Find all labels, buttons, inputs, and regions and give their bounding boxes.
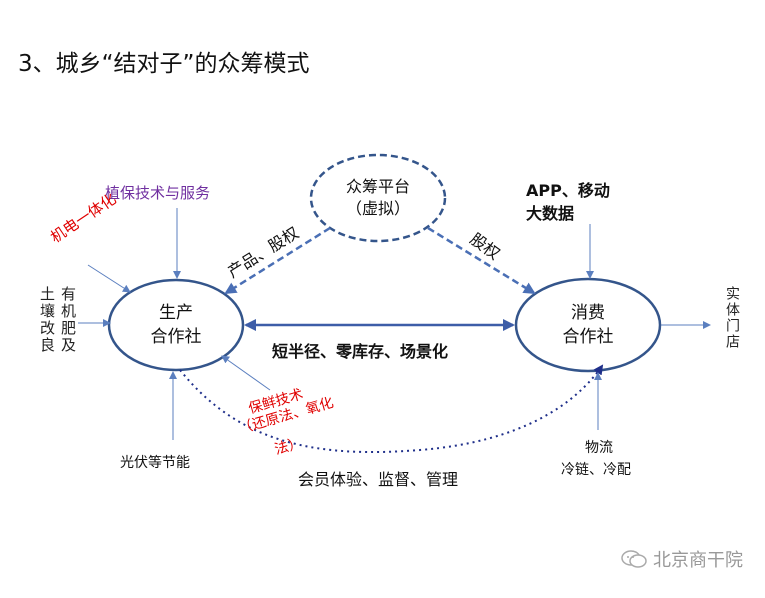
watermark: 北京商干院 [621, 546, 743, 572]
logistics-label: 物流 [585, 440, 613, 456]
organic-fertilizer-label: 有机肥及 [59, 286, 77, 354]
physical-store-label: 实体门店 [724, 286, 740, 350]
platform-label-1: 众筹平台 [346, 177, 410, 196]
wechat-icon [621, 550, 647, 568]
big-data-label: 大数据 [526, 204, 575, 223]
preservation-arrow [221, 355, 271, 391]
consumer-label-2: 合作社 [563, 327, 614, 347]
platform-to-consumer-arrow [427, 226, 536, 295]
producer-label-1: 生产 [159, 303, 193, 323]
watermark-text: 北京商干院 [653, 550, 743, 571]
plant-protection-label: 植保技术与服务 [105, 184, 211, 202]
short-radius-label: 短半径、零库存、场景化 [272, 342, 449, 361]
platform-to-producer-arrow [224, 226, 331, 295]
mechatronics-arrow [87, 264, 131, 293]
membership-dotted-curve [179, 364, 604, 454]
cold-chain-label: 冷链、冷配 [561, 462, 631, 478]
consumer-label-1: 消费 [571, 303, 605, 323]
consumer-node [514, 277, 662, 373]
soil-improvement-label: 土壤改良 [38, 286, 56, 354]
platform-label-2: （虚拟） [346, 199, 410, 218]
producer-label-2: 合作社 [151, 327, 202, 347]
membership-label: 会员体验、监督、管理 [298, 470, 459, 489]
app-mobile-label: APP、移动 [526, 181, 610, 200]
platform-node [309, 153, 447, 243]
photovoltaic-label: 光伏等节能 [120, 455, 190, 471]
page-title: 3、城乡“结对子”的众筹模式 [18, 51, 310, 77]
